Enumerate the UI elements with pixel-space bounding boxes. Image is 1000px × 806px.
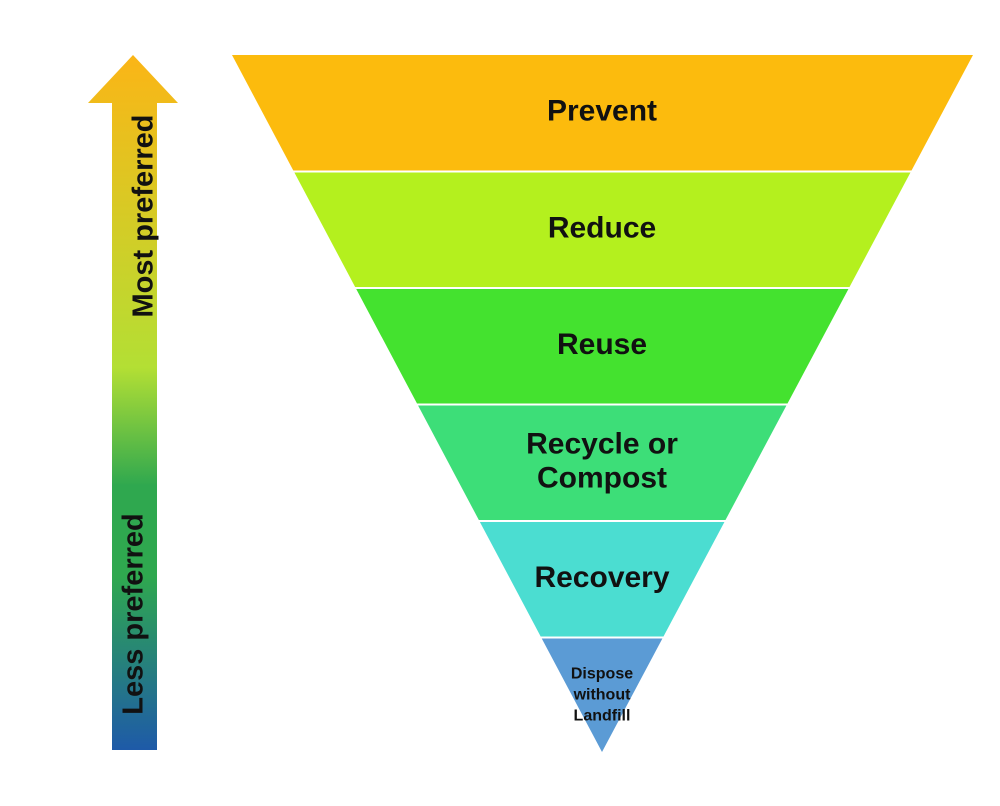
pyramid-tier-label-line: Compost [537, 462, 667, 495]
pyramid-tier-6 [541, 638, 663, 752]
pyramid-tier-label-line: Recycle or [526, 428, 678, 461]
most-preferred-label: Most preferred [128, 114, 160, 317]
pyramid-tier-label-line: Prevent [547, 95, 657, 128]
pyramid-tier-3 [356, 289, 849, 404]
pyramid-tier-label-2: Reduce [548, 212, 656, 245]
pyramid-tier-4 [418, 405, 787, 520]
pyramid-tier-1 [232, 55, 973, 171]
pyramid-tier-5 [479, 522, 725, 637]
pyramid-tier-label-line: Landfill [574, 708, 631, 725]
less-preferred-label: Less preferred [118, 513, 150, 715]
preference-arrow-shape [88, 55, 178, 750]
pyramid-tier-2 [294, 172, 911, 287]
pyramid-tier-label-3: Reuse [557, 328, 647, 361]
pyramid-tier-label-5: Recovery [534, 561, 669, 594]
pyramid-tier-label-line: Recovery [534, 561, 669, 594]
pyramid-tier-label-1: Prevent [547, 95, 657, 128]
pyramid-tier-label-line: Reduce [548, 212, 656, 245]
pyramid-tier-label-line: without [573, 687, 632, 704]
preference-arrow: Most preferred Less preferred [88, 55, 178, 750]
pyramid-tier-label-line: Reuse [557, 328, 647, 361]
pyramid-tier-label-line: Dispose [571, 666, 633, 683]
